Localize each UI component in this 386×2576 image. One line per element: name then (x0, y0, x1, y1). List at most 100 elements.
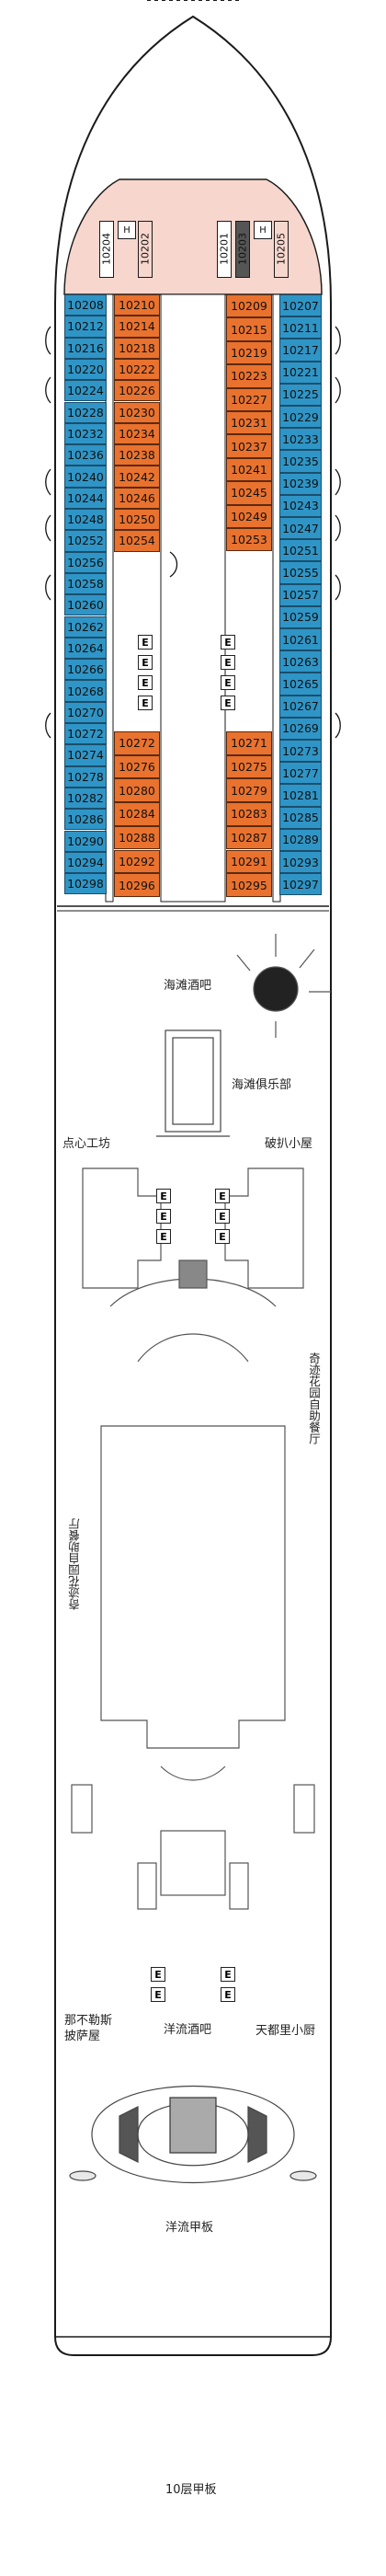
cabin-10272[interactable]: 10272 (114, 731, 160, 755)
cabin-10292[interactable]: 10292 (114, 849, 160, 874)
cabin-10283[interactable]: 10283 (226, 802, 272, 826)
cabin-10253[interactable]: 10253 (226, 528, 272, 552)
venue-dim-sum[interactable]: 点心工坊 (62, 1137, 111, 1151)
cabin-10229[interactable]: 10229 (279, 406, 322, 429)
cabin-10211[interactable]: 10211 (279, 316, 322, 339)
cabin-10287[interactable]: 10287 (226, 825, 272, 850)
cabin-10280[interactable]: 10280 (114, 778, 160, 803)
cabin-10204[interactable]: 10204 (99, 221, 114, 278)
cabin-10249[interactable]: 10249 (226, 504, 272, 528)
cabin-10234[interactable]: 10234 (114, 422, 160, 445)
cabin-10232[interactable]: 10232 (64, 422, 107, 445)
cabin-10239[interactable]: 10239 (279, 472, 322, 495)
cabin-10223[interactable]: 10223 (226, 364, 272, 388)
cabin-10208[interactable]: 10208 (64, 294, 107, 316)
cabin-10259[interactable]: 10259 (279, 605, 322, 628)
venue-ocean-deck[interactable]: 洋流甲板 (165, 2221, 214, 2235)
cabin-10243[interactable]: 10243 (279, 494, 322, 517)
cabin-10221[interactable]: 10221 (279, 361, 322, 384)
cabin-10218[interactable]: 10218 (114, 337, 160, 359)
cabin-10258[interactable]: 10258 (64, 572, 107, 595)
cabin-10269[interactable]: 10269 (279, 717, 322, 740)
cabin-10261[interactable]: 10261 (279, 628, 322, 651)
cabin-10235[interactable]: 10235 (279, 450, 322, 473)
cabin-10275[interactable]: 10275 (226, 754, 272, 779)
venue-beach-bar[interactable]: 海滩酒吧 (164, 979, 212, 993)
cabin-10251[interactable]: 10251 (279, 539, 322, 562)
cabin-10225[interactable]: 10225 (279, 383, 322, 406)
cabin-10277[interactable]: 10277 (279, 762, 322, 785)
cabin-10244[interactable]: 10244 (64, 487, 107, 509)
venue-bolognese-pizza[interactable]: 那不勒斯披萨屋 (64, 2014, 113, 2043)
cabin-10210[interactable]: 10210 (114, 294, 160, 316)
cabin-10276[interactable]: 10276 (114, 754, 160, 779)
venue-garden-buffet-port[interactable]: 奇迹花园自助餐厅 (68, 1518, 82, 1610)
cabin-10289[interactable]: 10289 (279, 828, 322, 851)
cabin-10248[interactable]: 10248 (64, 509, 107, 531)
cabin-10257[interactable]: 10257 (279, 583, 322, 606)
cabin-10222[interactable]: 10222 (114, 358, 160, 381)
cabin-10230[interactable]: 10230 (114, 401, 160, 423)
cabin-10238[interactable]: 10238 (114, 444, 160, 466)
cabin-10217[interactable]: 10217 (279, 339, 322, 362)
cabin-10295[interactable]: 10295 (226, 873, 272, 897)
cabin-10216[interactable]: 10216 (64, 337, 107, 359)
venue-garden-buffet-stbd[interactable]: 奇迹花园自助餐厅 (307, 1352, 321, 1444)
cabin-10288[interactable]: 10288 (114, 825, 160, 850)
cabin-10294[interactable]: 10294 (64, 851, 107, 874)
venue-ocean-bar[interactable]: 洋流酒吧 (164, 2023, 212, 2037)
cabin-10278[interactable]: 10278 (64, 765, 107, 788)
cabin-10233[interactable]: 10233 (279, 428, 322, 451)
cabin-10203[interactable]: 10203 (235, 221, 250, 278)
cabin-10240[interactable]: 10240 (64, 466, 107, 488)
venue-beach-club[interactable]: 海滩俱乐部 (232, 1078, 292, 1092)
cabin-10270[interactable]: 10270 (64, 701, 107, 723)
cabin-10271[interactable]: 10271 (226, 731, 272, 755)
cabin-10215[interactable]: 10215 (226, 317, 272, 341)
cabin-10224[interactable]: 10224 (64, 380, 107, 402)
cabin-10297[interactable]: 10297 (279, 873, 322, 896)
cabin-10266[interactable]: 10266 (64, 659, 107, 681)
cabin-10256[interactable]: 10256 (64, 551, 107, 573)
cabin-10268[interactable]: 10268 (64, 680, 107, 702)
cabin-10212[interactable]: 10212 (64, 316, 107, 338)
cabin-10219[interactable]: 10219 (226, 340, 272, 365)
cabin-10285[interactable]: 10285 (279, 806, 322, 829)
cabin-10207[interactable]: 10207 (279, 294, 322, 317)
cabin-10254[interactable]: 10254 (114, 530, 160, 552)
cabin-10247[interactable]: 10247 (279, 517, 322, 540)
cabin-10242[interactable]: 10242 (114, 466, 160, 488)
cabin-10265[interactable]: 10265 (279, 673, 322, 696)
cabin-10282[interactable]: 10282 (64, 787, 107, 810)
venue-tempura-kitchen[interactable]: 天都里小厨 (255, 2024, 316, 2038)
cabin-10291[interactable]: 10291 (226, 849, 272, 874)
cabin-10290[interactable]: 10290 (64, 830, 107, 852)
cabin-10236[interactable]: 10236 (64, 444, 107, 466)
cabin-10255[interactable]: 10255 (279, 561, 322, 584)
cabin-10228[interactable]: 10228 (64, 401, 107, 423)
cabin-10264[interactable]: 10264 (64, 637, 107, 660)
cabin-10296[interactable]: 10296 (114, 873, 160, 897)
cabin-10237[interactable]: 10237 (226, 434, 272, 458)
cabin-10205[interactable]: 10205 (274, 221, 289, 278)
cabin-10281[interactable]: 10281 (279, 784, 322, 807)
cabin-10263[interactable]: 10263 (279, 650, 322, 673)
cabin-10220[interactable]: 10220 (64, 358, 107, 381)
cabin-10246[interactable]: 10246 (114, 487, 160, 509)
cabin-10201[interactable]: 10201 (217, 221, 232, 278)
cabin-10286[interactable]: 10286 (64, 809, 107, 831)
cabin-10298[interactable]: 10298 (64, 873, 107, 895)
venue-pizza-pinsa[interactable]: 破扒小屋 (265, 1137, 313, 1151)
cabin-10227[interactable]: 10227 (226, 387, 272, 411)
cabin-10252[interactable]: 10252 (64, 530, 107, 552)
cabin-10202[interactable]: 10202 (138, 221, 153, 278)
cabin-10293[interactable]: 10293 (279, 851, 322, 874)
cabin-10279[interactable]: 10279 (226, 778, 272, 803)
cabin-10267[interactable]: 10267 (279, 695, 322, 718)
cabin-10262[interactable]: 10262 (64, 615, 107, 638)
cabin-10272[interactable]: 10272 (64, 723, 107, 745)
cabin-10284[interactable]: 10284 (114, 802, 160, 826)
cabin-10273[interactable]: 10273 (279, 740, 322, 763)
cabin-10209[interactable]: 10209 (226, 294, 272, 318)
cabin-10226[interactable]: 10226 (114, 380, 160, 402)
